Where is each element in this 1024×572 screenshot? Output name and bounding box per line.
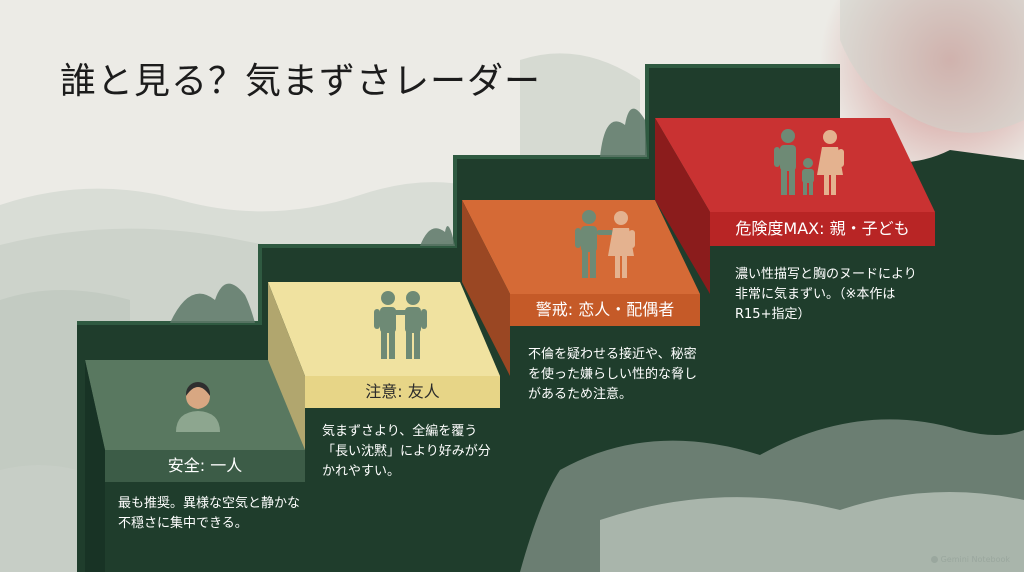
family-icon	[774, 129, 844, 195]
brand-mark: Gemini Notebook	[930, 555, 1010, 564]
brand-text: Gemini Notebook	[940, 555, 1010, 564]
step-description-safe: 最も推奨。異様な空気と静かな不穏さに集中できる。	[118, 496, 301, 531]
step-label-warning: 警戒: 恋人・配偶者	[535, 300, 675, 319]
step-description-danger: 濃い性描写と胸のヌードにより非常に気まずい。（※本作はR15+指定）	[735, 267, 917, 322]
step-label-caution: 注意: 友人	[365, 382, 440, 401]
step-label-danger: 危険度MAX: 親・子ども	[735, 219, 910, 238]
stair-backdrop-edge	[77, 64, 840, 325]
two-friends-icon	[374, 291, 427, 359]
step-label-safe: 安全: 一人	[167, 456, 243, 475]
single-person-icon	[176, 382, 220, 432]
plant-decoration	[170, 108, 647, 323]
step-caution	[268, 282, 500, 450]
mist-overlay	[0, 419, 1024, 572]
step-description-warning: 不倫を疑わせる接近や、秘密を使った嫌らしい性的な脅しがあるため注意。	[528, 347, 698, 402]
step-description-caution: 気まずさより、全編を覆う「長い沈黙」により好みが分かれやすい。	[322, 424, 491, 479]
couple-icon	[575, 210, 635, 278]
page-title: 誰と見る？気まずさレーダー	[60, 61, 542, 102]
gemini-logo-icon	[930, 556, 938, 563]
